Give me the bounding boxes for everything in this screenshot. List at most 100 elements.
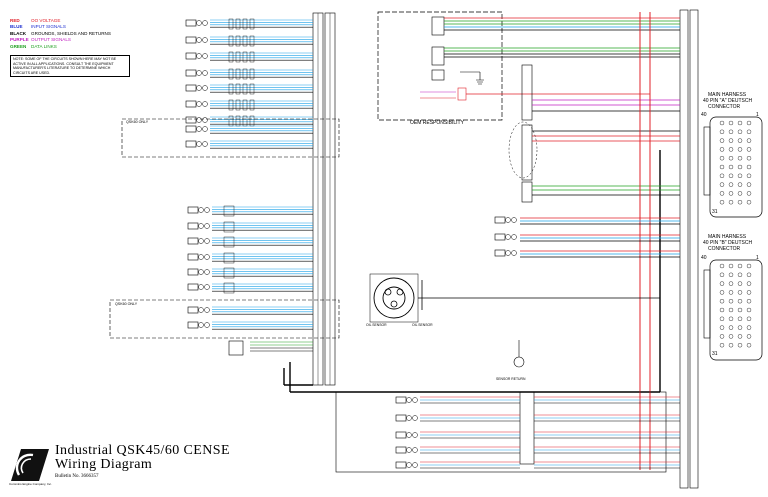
connector-pin-icon	[198, 254, 204, 260]
connector-block	[431, 16, 445, 36]
main-harness-a-label: MAIN HARNESS	[708, 92, 747, 98]
connector-pin-icon	[198, 238, 204, 244]
thermocouple-sensor	[185, 52, 197, 60]
inline-connector	[235, 115, 241, 127]
legend-color-code: RED	[10, 18, 20, 23]
connector-pin-icon	[728, 173, 734, 179]
legend-description: DATA LINKS	[31, 43, 57, 49]
connector-pin-icon	[719, 272, 725, 277]
thermocouple-sensor	[185, 84, 197, 92]
pressure-sensor	[395, 414, 407, 422]
pressure-sensor	[395, 446, 407, 454]
sensor-block	[228, 340, 244, 356]
inline-connector	[228, 115, 234, 127]
connector-pin-icon	[406, 415, 412, 421]
connector-pin-icon	[737, 307, 743, 313]
connector-pin-icon	[719, 325, 725, 330]
connector-pin-icon	[406, 397, 412, 403]
diagram-title: Industrial QSK45/60 CENSE	[55, 443, 230, 458]
pressure-sensor	[395, 396, 407, 404]
ecm-connector-b	[709, 259, 763, 361]
thermocouple-sensor	[185, 36, 197, 44]
cummins-logo-icon	[11, 449, 49, 481]
pressure-sensor	[187, 206, 199, 214]
connector-pin-icon	[406, 447, 412, 453]
connector-pin-icon	[746, 138, 752, 143]
sensor-housing	[369, 273, 419, 323]
connector-pin-icon	[196, 85, 202, 91]
sensor-return-label: SENSOR RETURN	[496, 377, 526, 381]
thermocouple-sensor	[185, 100, 197, 108]
connector-pin-icon	[746, 263, 752, 269]
connector-pin-icon	[719, 307, 725, 313]
connector-pin-icon	[719, 182, 725, 187]
connector-pin-icon	[737, 120, 743, 126]
inline-connector	[223, 236, 235, 248]
connector-pin-icon	[728, 272, 734, 277]
connector-pin-icon	[746, 299, 752, 304]
inline-connector	[242, 83, 248, 95]
legend-description: GROUNDS, SHIELDS AND RETURNS	[31, 30, 111, 36]
pressure-sensor	[494, 249, 506, 257]
pin-31-a: 31	[712, 209, 718, 215]
connector-pin-icon	[204, 238, 210, 244]
connector-pin-icon	[728, 191, 734, 196]
legend-row: BLACK GROUNDS, SHIELDS AND RETURNS	[10, 31, 111, 37]
connector-pin-icon	[511, 250, 517, 256]
connector-pin-icon	[728, 182, 734, 187]
connector-block	[521, 64, 533, 121]
connector-pin-icon	[728, 307, 734, 313]
harness-trunk-ecm-a	[679, 9, 689, 489]
legend-color-code: BLACK	[10, 30, 27, 36]
main-harness-a-sublabel: 40 PIN "A" DEUTSCH	[703, 98, 753, 104]
diagram-wiring	[109, 9, 763, 489]
inline-connector	[235, 35, 241, 47]
pressure-sensor	[494, 233, 506, 241]
connector-pin-icon	[746, 129, 752, 135]
connector-pin-icon	[746, 272, 752, 277]
connector-pin-icon	[196, 141, 202, 147]
connector-latch	[703, 126, 711, 196]
connector-pin-icon	[202, 141, 208, 147]
speed-sensor-icon	[373, 277, 415, 319]
connector-block	[519, 391, 535, 465]
diagram-title-block: Industrial QSK45/60 CENSE Wiring Diagram…	[55, 444, 230, 480]
connector-pin-icon	[728, 290, 734, 295]
connector-pin-icon	[737, 325, 743, 330]
pin-1-b: 1	[756, 255, 759, 261]
bulletin-number: Bulletin No. 3666357	[55, 474, 99, 479]
connector-pin-icon	[728, 263, 734, 269]
connector-pin-icon	[728, 147, 734, 152]
connector-pin-icon	[746, 155, 752, 161]
thermocouple-sensor	[185, 116, 197, 124]
connector-pin-icon	[728, 316, 734, 321]
connector-pin-icon	[719, 263, 725, 269]
connector-pin-icon	[412, 415, 418, 421]
connector-pin-icon	[390, 300, 398, 308]
pin-40-b: 40	[701, 255, 707, 261]
thermocouple-sensor	[185, 125, 197, 133]
connector-pin-icon	[202, 53, 208, 59]
thermocouple-sensor	[185, 69, 197, 77]
connector-pin-icon	[746, 343, 752, 348]
connector-pin-icon	[196, 37, 202, 43]
connector-pin-icon	[728, 281, 734, 286]
inline-connector	[242, 18, 248, 30]
legend-color-code: BLUE	[10, 24, 23, 30]
connector-latch	[703, 269, 711, 339]
pressure-sensor	[187, 306, 199, 314]
connector-pin-icon	[737, 199, 743, 205]
inline-connector	[235, 68, 241, 80]
connector-pin-icon	[719, 138, 725, 143]
connector-pin-icon	[198, 322, 204, 328]
inline-connector	[235, 83, 241, 95]
inline-connector	[235, 18, 241, 30]
inline-connector	[242, 68, 248, 80]
legend-description: OUTPUT SIGNALS	[31, 37, 71, 43]
connector-pin-icon	[719, 129, 725, 135]
connector-pin-icon	[505, 217, 511, 223]
logo-caption: Cummins Engine Company, Inc.	[9, 482, 52, 486]
connector-pin-icon	[719, 199, 725, 205]
